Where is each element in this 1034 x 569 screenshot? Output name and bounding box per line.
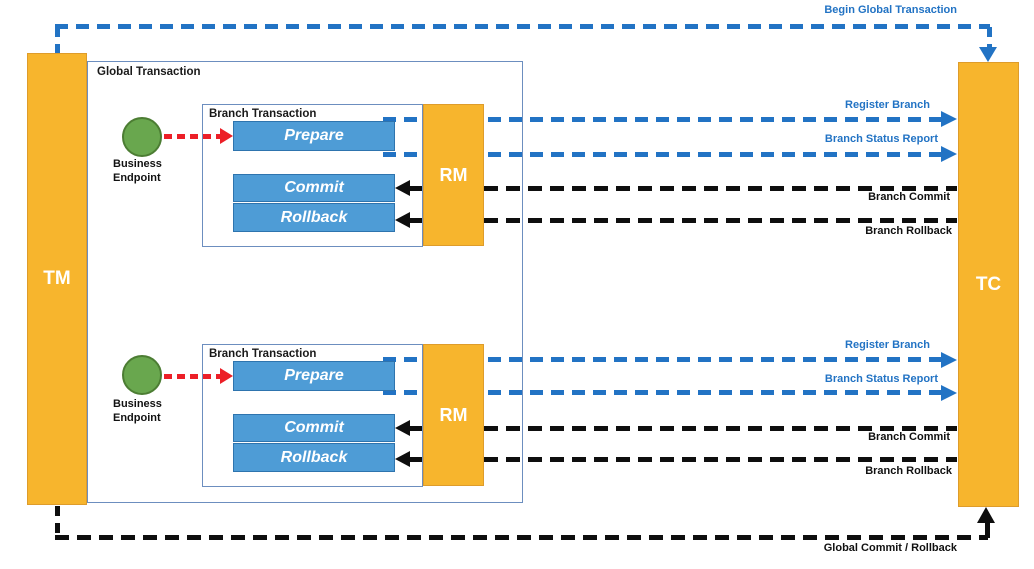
- rm-label-1: RM: [439, 164, 468, 185]
- branch-commit-line-1: [484, 186, 957, 191]
- branch-commit-line-2: [484, 426, 957, 431]
- begin-global-line-left-drop: [55, 27, 60, 54]
- tm-node: TM: [27, 53, 87, 505]
- register-branch-label-2: Register Branch: [845, 339, 930, 351]
- branch-rollback-line-1: [484, 218, 957, 223]
- arrow-right-red-icon-1: [220, 128, 233, 144]
- global-transaction-title: Global Transaction: [97, 66, 201, 78]
- status-report-label-2: Branch Status Report: [824, 373, 938, 385]
- branch-commit-label-2: Branch Commit: [868, 431, 950, 443]
- branch-transaction-title-2: Branch Transaction: [209, 348, 317, 360]
- status-report-label-1: Branch Status Report: [824, 133, 938, 145]
- branch-transaction-box-1: Branch Transaction: [202, 104, 423, 247]
- rollback-label-2: Rollback: [280, 448, 348, 466]
- register-branch-label-1: Register Branch: [845, 99, 930, 111]
- business-endpoint-icon-2: [122, 355, 162, 395]
- arrow-left-black-icon-2b: [395, 451, 410, 467]
- prepare-label-2: Prepare: [284, 367, 344, 384]
- tm-label: TM: [43, 268, 71, 289]
- branch-commit-stub-1: [409, 186, 424, 191]
- global-commit-line: [55, 535, 988, 540]
- global-commit-line-right-rise: [985, 523, 990, 538]
- branch-commit-stub-2: [409, 426, 424, 431]
- arrow-up-icon: [977, 507, 995, 523]
- status-report-line-2: [383, 390, 941, 395]
- arrow-right-blue-icon-1b: [941, 146, 957, 162]
- invoke-line-1: [164, 134, 220, 139]
- arrow-left-black-icon-1b: [395, 212, 410, 228]
- rm-node-1: RM: [423, 104, 484, 246]
- invoke-line-2: [164, 374, 220, 379]
- prepare-box-2: Prepare: [233, 361, 395, 391]
- rm-node-2: RM: [423, 344, 484, 486]
- commit-box-2: Commit: [233, 414, 395, 442]
- branch-rollback-line-2: [484, 457, 957, 462]
- global-transaction-box: Global Transaction: [87, 61, 523, 503]
- commit-label-1: Commit: [284, 179, 344, 196]
- branch-rollback-stub-1: [409, 218, 424, 223]
- branch-commit-label-1: Branch Commit: [868, 191, 950, 203]
- prepare-label-1: Prepare: [284, 127, 344, 144]
- branch-transaction-box-2: Branch Transaction: [202, 344, 423, 487]
- rollback-label-1: Rollback: [280, 208, 348, 226]
- tc-node: TC: [958, 62, 1019, 507]
- arrow-right-blue-icon-2b: [941, 385, 957, 401]
- prepare-box-1: Prepare: [233, 121, 395, 151]
- rm-label-2: RM: [439, 404, 468, 425]
- arrow-left-black-icon-1a: [395, 180, 410, 196]
- rollback-box-1: Rollback: [233, 203, 395, 232]
- begin-global-line: [55, 24, 990, 29]
- begin-global-label: Begin Global Transaction: [824, 4, 957, 16]
- business-endpoint-label-1: Business Endpoint: [113, 158, 162, 185]
- register-branch-line-1: [383, 117, 941, 122]
- global-commit-label: Global Commit / Rollback: [823, 542, 957, 554]
- branch-transaction-title-1: Branch Transaction: [209, 108, 317, 120]
- arrow-left-black-icon-2a: [395, 420, 410, 436]
- arrow-right-blue-icon-1a: [941, 111, 957, 127]
- rollback-box-2: Rollback: [233, 443, 395, 472]
- branch-rollback-stub-2: [409, 457, 424, 462]
- register-branch-line-2: [383, 357, 941, 362]
- commit-label-2: Commit: [284, 419, 344, 436]
- commit-box-1: Commit: [233, 174, 395, 202]
- arrow-right-blue-icon-2a: [941, 352, 957, 368]
- arrow-right-red-icon-2: [220, 368, 233, 384]
- branch-rollback-label-1: Branch Rollback: [865, 225, 952, 237]
- branch-rollback-label-2: Branch Rollback: [865, 465, 952, 477]
- global-commit-line-left-drop: [55, 506, 60, 538]
- tc-label: TC: [975, 273, 1002, 295]
- business-endpoint-icon-1: [122, 117, 162, 157]
- status-report-line-1: [383, 152, 941, 157]
- business-endpoint-label-2: Business Endpoint: [113, 398, 162, 425]
- arrow-down-icon: [979, 47, 997, 62]
- begin-global-line-right-drop: [987, 27, 992, 48]
